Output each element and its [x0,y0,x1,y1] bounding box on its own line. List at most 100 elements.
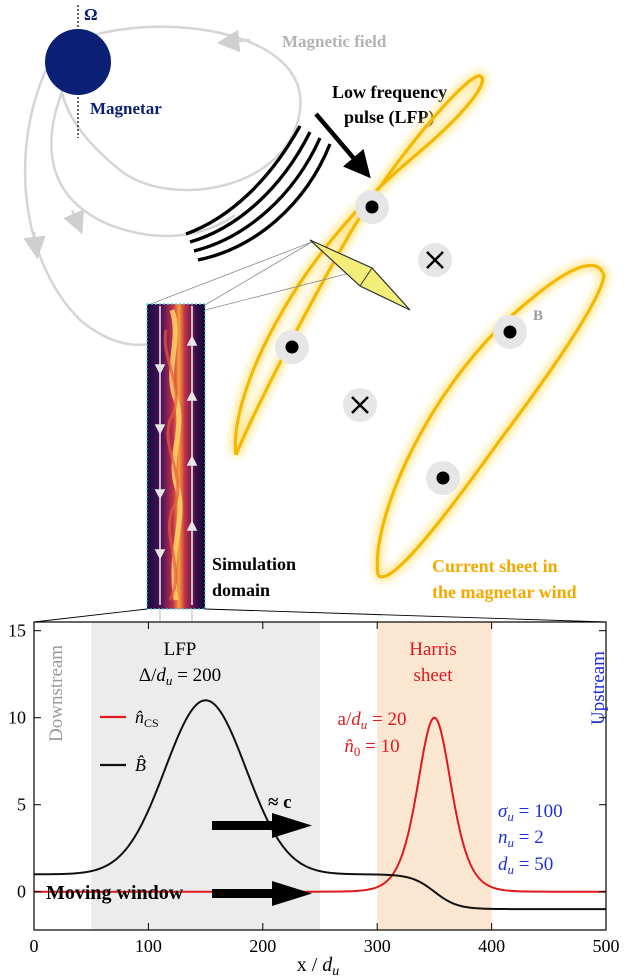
lfp-wavefront-3 [193,137,322,253]
simulation-domain [146,303,206,610]
lfp-title: LFP [164,639,197,660]
lfp-width-symbol: d [156,665,166,686]
field-line-outer [59,25,302,192]
field-dot-1 [355,190,389,224]
b-label: B [533,308,543,324]
density-symbol: n [498,827,508,848]
zoom-lines [33,608,607,623]
x-tick-label: 500 [593,936,620,956]
skin-depth-value: = 50 [514,854,553,875]
field-line-arrow-mid [63,209,84,235]
lfp-wavefront-2 [189,131,312,244]
field-dot-2 [275,330,309,364]
x-tick-label: 100 [135,936,162,956]
skin-depth-sub: u [508,862,515,877]
sigma-param: σu = 100 [498,801,563,824]
harris-thickness-symbol: d [351,709,361,730]
harris-thickness-param: a/du = 20 [338,709,407,732]
simulation-label-line1: Simulation [212,554,296,574]
lfp-width-value: = 200 [172,665,221,686]
lfp-width-param: Δ/du = 200 [139,665,221,688]
density-sub: u [508,835,515,850]
field-dot-4 [426,461,460,495]
legend: n̂CS B̂ [100,707,159,775]
lfp-wavefront-1 [185,125,302,236]
approx-c-label: ≈ c [268,792,292,813]
density-value: = 2 [514,827,544,848]
x-tick-label: 400 [478,936,505,956]
harris-thickness-value: = 20 [367,709,406,730]
magnetar-label: Magnetar [90,99,162,118]
density-param: nu = 2 [498,827,544,850]
harris-thickness-sub: u [361,717,368,732]
x-axis-label-symbol: d [322,954,333,976]
projection-lines [147,241,371,311]
current-sheet-label-line1: Current sheet in [432,556,558,576]
field-cross-2 [343,388,377,422]
field-cross-1 [418,243,452,277]
upstream-label: Upstream [588,651,609,725]
lfp-band [91,622,320,930]
series-ncs-line [34,716,606,893]
field-dot-3 [493,315,527,349]
field-line-arrow-top [216,29,251,53]
plot-frame [33,621,607,931]
harris-thickness-prefix: a/ [338,709,352,730]
legend-ncs-sub: CS [144,716,159,730]
x-tick-label: 0 [30,936,39,956]
field-line-arrow-left [23,231,46,260]
current-sheet-label-line2: the magnetar wind [432,582,577,602]
downstream-label: Downstream [46,645,67,742]
magnetic-field-lines [23,25,302,347]
harris-density-symbol: n̂ [344,736,354,757]
x-axis-label-sub: u [332,964,339,976]
lfp-label-line2: pulse (LFP) [344,107,435,128]
harris-density-value: = 10 [360,736,399,757]
harris-label-line1: Harris [409,639,456,660]
y-tick-label: 0 [17,882,26,902]
magnetar-star [45,29,111,95]
lfp-width-sub: u [166,673,173,688]
x-tick-label: 300 [364,936,391,956]
omega-label: Ω [84,5,98,24]
x-axis-label-prefix: x / [297,954,323,976]
plot-area: 0 100 200 300 400 500 0 5 10 15 [8,621,620,956]
field-line-left [23,69,161,347]
harris-density-param: n̂0 = 10 [344,736,399,759]
moving-window-arrow [212,881,312,906]
sigma-sub: u [507,809,514,824]
y-tick-label: 15 [8,621,26,641]
harris-sheet-band [377,622,492,930]
skin-depth-param: du = 50 [498,854,553,877]
magnetic-field-label: Magnetic field [282,32,387,51]
tick-layer: 0 100 200 300 400 500 0 5 10 15 [8,621,620,956]
legend-b-label: B̂ [135,755,146,775]
lfp-wavefronts [185,125,332,262]
sigma-symbol: σ [498,801,508,822]
series-b-line [34,699,606,911]
legend-ncs-label: n̂CS [135,707,159,730]
x-tick-label: 200 [249,936,276,956]
series-layer [34,699,606,911]
current-sheet-loop-2 [375,263,606,579]
simulation-label-line2: domain [212,580,270,600]
legend-ncs-symbol: n̂ [135,707,144,727]
velocity-arrow [212,813,312,838]
current-sheet [230,71,610,582]
y-tick-label: 10 [8,708,26,728]
current-sheet-loop-1 [233,74,485,456]
skin-depth-symbol: d [498,854,508,875]
harris-density-sub: 0 [354,744,361,759]
field-line-inner [50,91,236,238]
x-axis-label: x / du [297,954,340,976]
lfp-label-line1: Low frequency [332,82,447,102]
sigma-value: = 100 [514,801,563,822]
lfp-arrow [314,112,371,179]
y-tick-label: 5 [17,795,26,815]
lfp-width-prefix: Δ/ [139,665,157,686]
domain-wedge [309,239,411,311]
harris-label-line2: sheet [413,665,453,686]
lfp-wavefront-4 [197,143,332,262]
